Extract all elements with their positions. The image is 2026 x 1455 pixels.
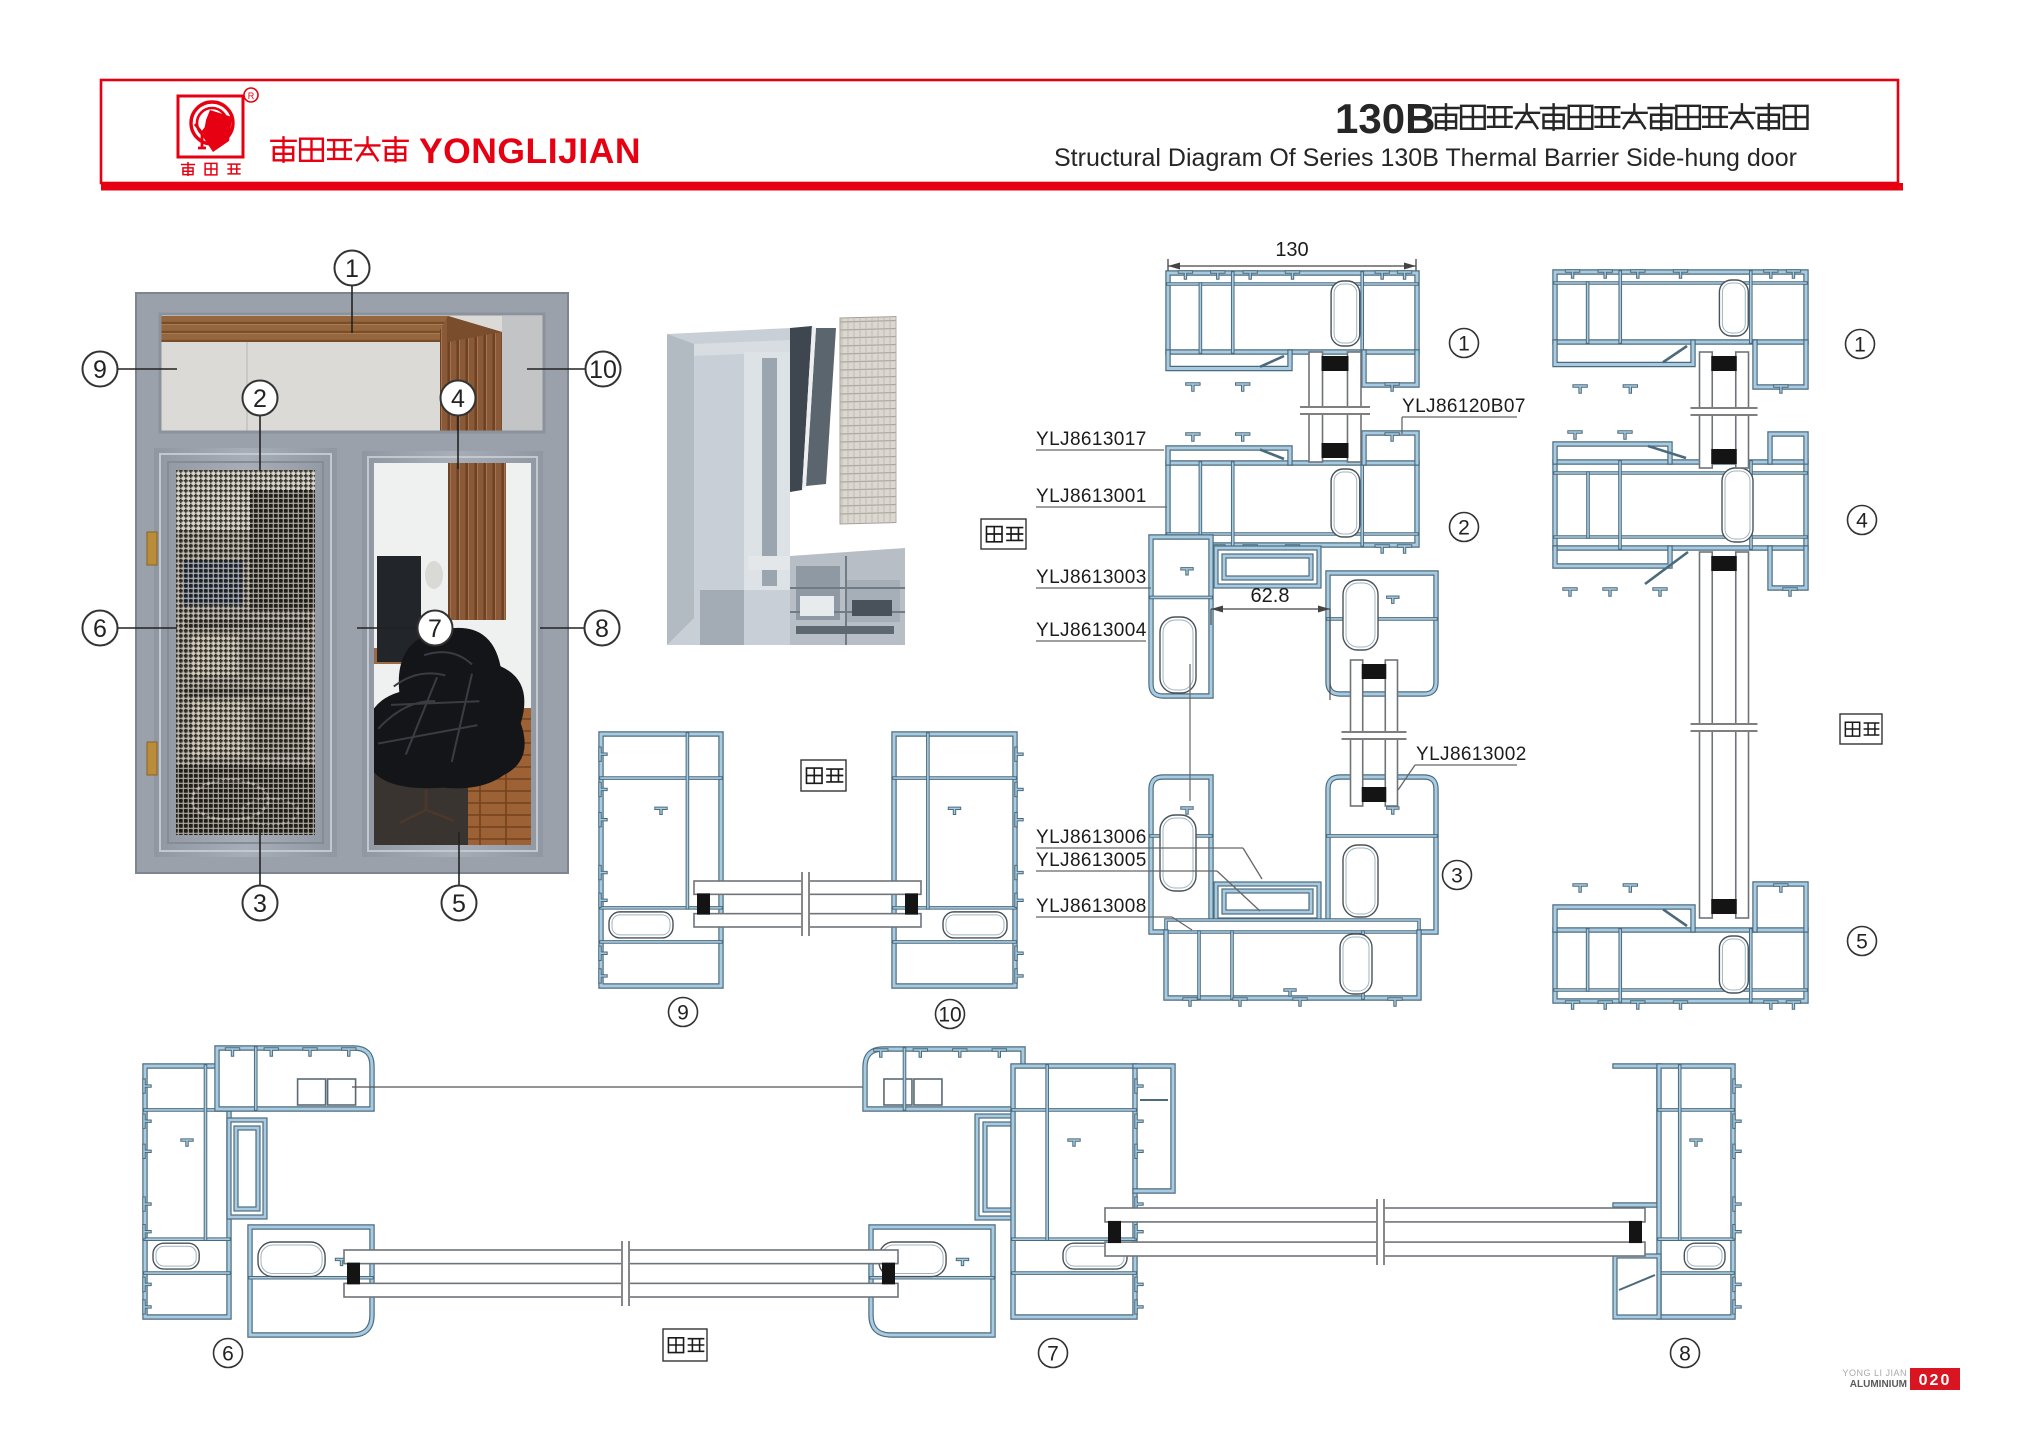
svg-text:YLJ8613003: YLJ8613003 — [1036, 567, 1147, 588]
svg-text:R: R — [248, 91, 255, 101]
svg-text:8: 8 — [1679, 1342, 1691, 1365]
svg-text:YLJ8613001: YLJ8613001 — [1036, 486, 1147, 507]
svg-text:ALUMINIUM: ALUMINIUM — [1850, 1379, 1907, 1390]
svg-text:5: 5 — [452, 890, 466, 918]
svg-text:130B: 130B — [1335, 95, 1435, 142]
svg-text:YONGLIJIAN: YONGLIJIAN — [419, 131, 641, 171]
svg-text:10: 10 — [938, 1003, 961, 1026]
svg-text:4: 4 — [1856, 509, 1868, 532]
svg-text:7: 7 — [428, 615, 442, 643]
svg-text:3: 3 — [1451, 864, 1463, 887]
svg-text:7: 7 — [1047, 1342, 1059, 1365]
svg-text:YLJ8613008: YLJ8613008 — [1036, 896, 1147, 917]
svg-text:YLJ8613002: YLJ8613002 — [1416, 744, 1527, 765]
svg-text:4: 4 — [451, 385, 465, 413]
svg-text:YLJ8613004: YLJ8613004 — [1036, 620, 1147, 641]
svg-text:YLJ8613006: YLJ8613006 — [1036, 827, 1147, 848]
svg-text:YONG LI JIAN: YONG LI JIAN — [1842, 1368, 1907, 1378]
svg-text:YLJ8613017: YLJ8613017 — [1036, 429, 1147, 450]
svg-text:9: 9 — [677, 1001, 689, 1024]
svg-text:1: 1 — [345, 255, 359, 283]
svg-text:5: 5 — [1856, 930, 1868, 953]
svg-text:130: 130 — [1275, 239, 1308, 261]
svg-text:8: 8 — [595, 615, 609, 643]
svg-text:Structural Diagram Of Series 1: Structural Diagram Of Series 130B Therma… — [1054, 144, 1797, 172]
svg-text:62.8: 62.8 — [1251, 585, 1290, 607]
svg-text:2: 2 — [1458, 516, 1470, 539]
svg-text:6: 6 — [93, 615, 107, 643]
svg-text:YLJ8613005: YLJ8613005 — [1036, 850, 1147, 871]
svg-text:1: 1 — [1854, 333, 1866, 356]
svg-text:9: 9 — [93, 356, 107, 384]
svg-text:YLJ86120B07: YLJ86120B07 — [1402, 396, 1526, 417]
svg-text:10: 10 — [589, 356, 617, 384]
svg-text:2: 2 — [253, 385, 267, 413]
svg-text:020: 020 — [1919, 1372, 1952, 1389]
svg-text:1: 1 — [1458, 332, 1470, 355]
svg-text:6: 6 — [222, 1342, 234, 1365]
svg-text:3: 3 — [253, 890, 267, 918]
